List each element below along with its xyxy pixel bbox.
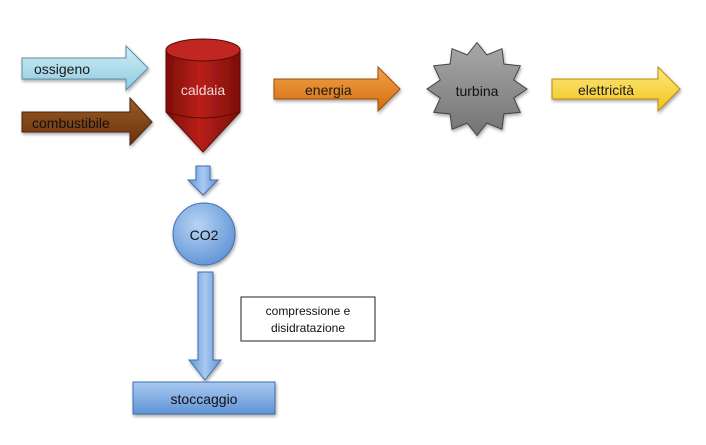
co2-circle [172, 202, 236, 266]
elettricita-arrow [551, 65, 681, 113]
ossigeno-label: ossigeno [34, 61, 90, 77]
note-box [240, 296, 376, 342]
combustibile-label: combustibile [32, 115, 110, 131]
caldaia-boiler [165, 38, 241, 153]
elettricita-label: elettricità [578, 82, 634, 98]
caldaia-label: caldaia [181, 82, 226, 98]
co2-to-stoccaggio-arrow [187, 271, 223, 381]
caldaia-to-co2-arrow [186, 165, 220, 196]
energia-arrow [273, 65, 401, 113]
stoccaggio-box [132, 381, 276, 415]
turbina-star [426, 41, 528, 137]
stoccaggio-label: stoccaggio [171, 391, 238, 407]
combustibile-arrow [21, 96, 153, 147]
note-line-2: disidratazione [271, 321, 345, 335]
energia-label: energia [305, 82, 352, 98]
co2-label: CO2 [190, 227, 219, 243]
ossigeno-arrow [21, 44, 149, 92]
turbina-label: turbina [456, 83, 499, 99]
note-line-1: compressione e [266, 304, 351, 318]
